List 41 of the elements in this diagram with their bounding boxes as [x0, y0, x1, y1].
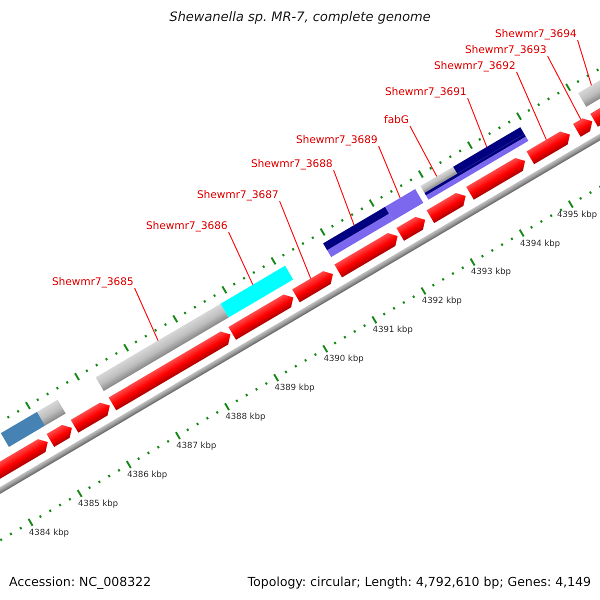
gene-feature-block	[573, 118, 592, 137]
scale-label: 4388 kbp	[225, 412, 266, 422]
gene-feature-bar	[385, 189, 424, 221]
leader-line	[467, 98, 488, 148]
gene-label: fabG	[384, 114, 409, 126]
scale-label: 4390 kbp	[324, 354, 364, 364]
scale-label: 4385 kbp	[78, 498, 118, 509]
leader-line	[378, 146, 401, 198]
gene-label: Shewmr7_3685	[52, 276, 134, 288]
leader-line	[577, 40, 592, 86]
scale-label: 4394 kbp	[520, 238, 560, 249]
leader-line	[228, 232, 254, 286]
leader-line	[409, 126, 438, 177]
gene-label: Shewmr7_3694	[495, 28, 577, 40]
gene-label: Shewmr7_3689	[296, 134, 378, 146]
gene-label: Shewmr7_3686	[146, 220, 228, 232]
leader-line	[279, 200, 312, 279]
scale-label: 4393 kbp	[470, 267, 511, 278]
gene-feature-bar	[0, 412, 46, 447]
gene-feature-block	[292, 271, 333, 302]
leader-line	[333, 170, 355, 226]
gene-label: Shewmr7_3691	[385, 86, 467, 98]
topology-text: Topology: circular; Length: 4,792,610 bp; Genes: 4,149	[248, 574, 591, 589]
scale-label: 4391 kbp	[372, 325, 413, 336]
scale-label: 4392 kbp	[422, 296, 462, 306]
gene-label: Shewmr7_3687	[197, 189, 279, 201]
scale-label: 4389 kbp	[274, 383, 315, 394]
gene-label: Shewmr7_3693	[465, 44, 547, 56]
gene-label: Shewmr7_3688	[251, 158, 333, 170]
leader-line	[547, 56, 582, 120]
map-title: Shewanella sp. MR-7, complete genome	[168, 10, 432, 26]
scale-label: 4387 kbp	[176, 441, 216, 452]
leader-line	[134, 288, 159, 342]
scale-label: 4395 kbp	[556, 210, 597, 220]
gene-label: Shewmr7_3692	[434, 60, 516, 72]
scale-label: 4384 kbp	[28, 528, 69, 538]
leader-line	[516, 72, 547, 140]
gene-feature-block	[526, 132, 570, 164]
gene-feature-bar	[420, 166, 458, 193]
scale-label: 4386 kbp	[127, 470, 168, 480]
accession-text: Accession: NC_008322	[9, 574, 152, 589]
